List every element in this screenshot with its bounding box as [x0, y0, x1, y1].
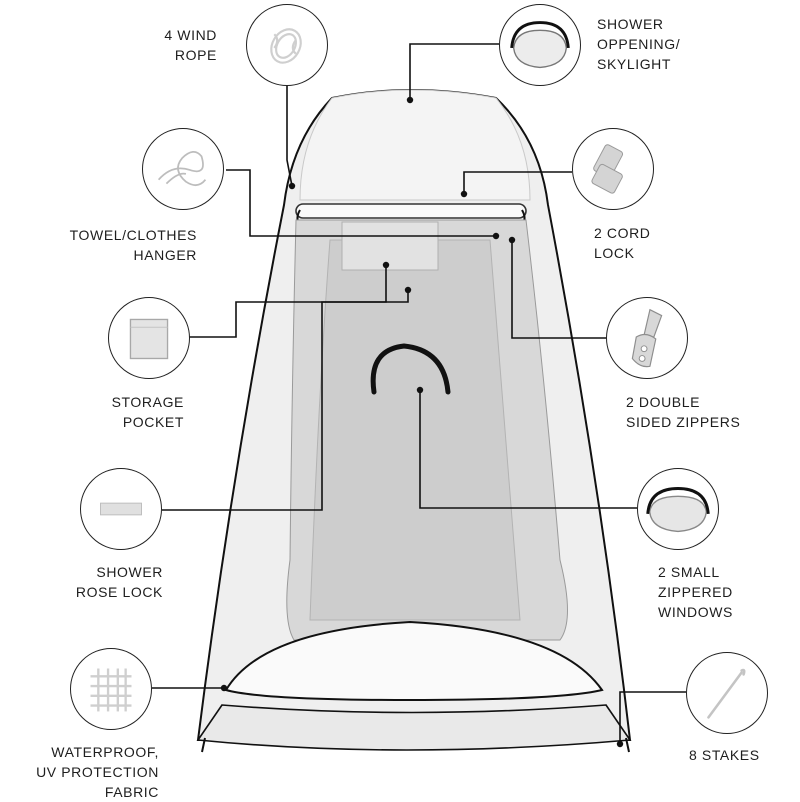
tent-floor-opening [224, 620, 604, 702]
zipper-pull-icon [606, 297, 688, 379]
strap-icon [80, 468, 162, 550]
fabric-mesh-icon [70, 648, 152, 730]
callout-shower-rose-lock [162, 290, 409, 511]
callout-wind-rope [286, 84, 293, 187]
callout-storage-pocket [188, 265, 387, 338]
window-icon [637, 468, 719, 550]
label-stakes: 8 STAKES [689, 747, 760, 763]
pocket-icon [108, 297, 190, 379]
cord-lock-icon [572, 128, 654, 210]
callout-towel-hanger [226, 169, 496, 237]
skylight-handle [370, 343, 451, 395]
rope-coil-icon [246, 4, 328, 86]
callout-small-windows [419, 390, 637, 509]
callout-dots [220, 96, 624, 748]
callout-lines [152, 43, 686, 744]
callout-stakes [619, 691, 686, 744]
skylight-icon [499, 4, 581, 86]
callout-double-zippers [511, 240, 606, 339]
stake-icon [686, 652, 768, 734]
callout-shower-opening [409, 43, 499, 100]
hanger-loop-icon [142, 128, 224, 210]
back-storage-pocket [341, 221, 439, 271]
callout-cord-lock [463, 171, 572, 194]
hanger-bar [295, 203, 527, 219]
tent-roof-panel [299, 89, 531, 201]
